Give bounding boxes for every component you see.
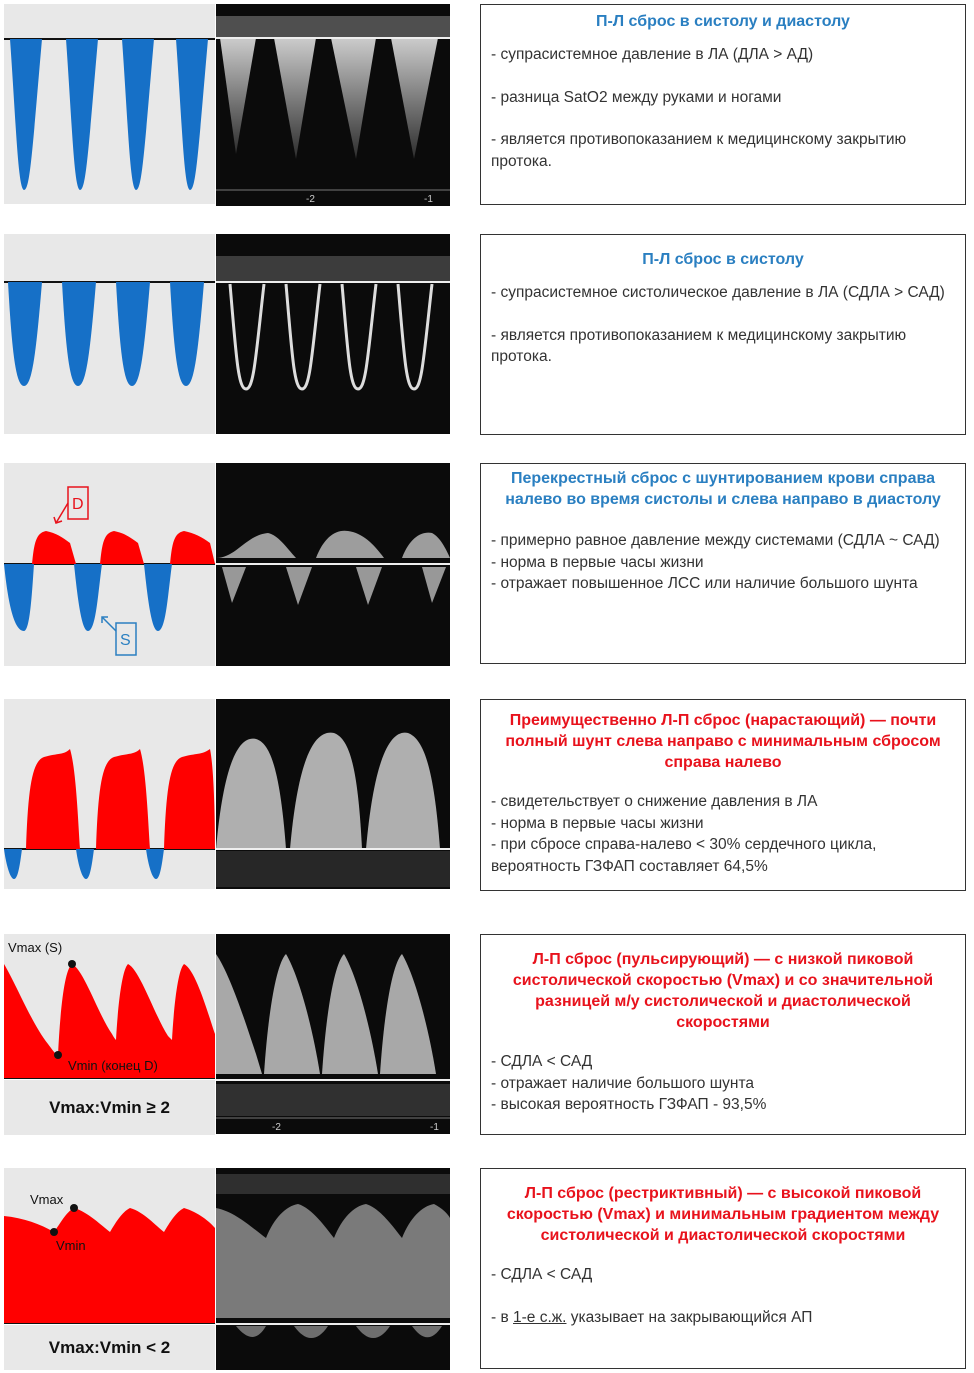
card-title: Преимущественно Л-П сброс (нарастающий) … xyxy=(505,712,941,771)
card-item-underlined: 1-е с.ж. xyxy=(513,1308,567,1326)
row-predominant-lp: Преимущественно Л-П сброс (нарастающий) … xyxy=(0,695,974,905)
blue-waveform xyxy=(66,39,98,190)
ratio-label: Vmax:Vmin ≥ 2 xyxy=(4,1080,215,1135)
blue-waveform xyxy=(4,849,22,879)
ratio-label: Vmax:Vmin < 2 xyxy=(4,1325,215,1370)
row-restrictive-lp: Vmax Vmin Vmax:Vmin < 2 Л-П сброс (рестр… xyxy=(0,1166,974,1373)
row-cross-shunt: D S Перекрестный сброс с шунтированием к… xyxy=(0,460,974,670)
label-vmax: Vmax (S) xyxy=(8,940,62,955)
doppler-echo-image xyxy=(216,1168,450,1370)
blue-waveform xyxy=(62,282,96,386)
card-item: - разница SatO2 между руками и ногами xyxy=(491,88,782,106)
red-waveform xyxy=(26,749,80,849)
vmax-point xyxy=(70,1204,78,1212)
card-title: П-Л сброс в систолу и диастолу xyxy=(596,13,850,30)
blue-waveform xyxy=(116,282,150,386)
card-title: Л-П сброс (пульсирующий) — с низкой пико… xyxy=(512,951,934,1031)
description-card: Преимущественно Л-П сброс (нарастающий) … xyxy=(480,699,966,891)
red-waveform xyxy=(96,749,150,849)
doppler-echo-image xyxy=(216,699,450,889)
label-vmin: Vmin (конец D) xyxy=(68,1058,158,1073)
card-title: Перекрестный сброс с шунтированием крови… xyxy=(505,470,941,508)
card-item: - супрасистемное систолическое давление … xyxy=(491,284,945,301)
vmin-point xyxy=(54,1051,62,1059)
description-card: П-Л сброс в систолу и диастолу - супраси… xyxy=(480,4,966,205)
description-card: П-Л сброс в систолу - супрасистемное сис… xyxy=(480,234,966,435)
card-item: - высокая вероятность ГЗФАП - 93,5% xyxy=(491,1096,767,1113)
label-d: D xyxy=(72,496,84,513)
blue-waveform xyxy=(146,849,164,879)
row-pl-shunt-systole: П-Л сброс в систолу - супрасистемное сис… xyxy=(0,232,974,437)
card-item: - СДЛА < САД xyxy=(491,1266,593,1283)
red-waveform xyxy=(164,749,215,849)
card-item: - в 1-е с.ж. указывает на закрывающийся … xyxy=(491,1307,955,1329)
card-item: - норма в первые часы жизни xyxy=(491,814,704,832)
card-title: П-Л сброс в систолу xyxy=(642,251,804,268)
schema-pulsatile-lp: Vmax (S) Vmin (конец D) xyxy=(4,934,215,1079)
vmax-point xyxy=(68,960,76,968)
schema-cross-shunt: D S xyxy=(4,463,215,666)
card-title: Л-П сброс (рестриктивный) — с высокой пи… xyxy=(506,1185,940,1244)
blue-waveform xyxy=(122,39,154,190)
red-waveform xyxy=(32,531,76,564)
red-waveform xyxy=(170,531,215,564)
label-s: S xyxy=(120,632,131,649)
card-item-prefix: - в xyxy=(491,1308,514,1326)
blue-waveform xyxy=(8,282,42,386)
echo-axis-tick: -2 xyxy=(306,194,315,205)
label-vmax: Vmax xyxy=(30,1192,64,1207)
red-waveform xyxy=(4,964,215,1078)
schema-restrictive-lp: Vmax Vmin xyxy=(4,1168,215,1324)
card-item: - примерно равное давление между система… xyxy=(491,532,940,549)
schema-pl-systole xyxy=(4,234,215,434)
card-item: - является противопоказанием к медицинск… xyxy=(491,326,907,366)
blue-waveform xyxy=(170,282,204,386)
doppler-echo-image xyxy=(216,234,450,434)
echo-axis-tick: -2 xyxy=(272,1122,281,1133)
blue-waveform xyxy=(10,39,42,190)
blue-waveform xyxy=(176,39,208,190)
card-item-suffix: указывает на закрывающийся АП xyxy=(566,1308,813,1326)
card-item: - отражает наличие большого шунта xyxy=(491,1074,754,1092)
blue-waveform xyxy=(76,849,94,879)
red-waveform xyxy=(100,531,144,564)
blue-waveform xyxy=(4,564,34,631)
description-card: Л-П сброс (пульсирующий) — с низкой пико… xyxy=(480,934,966,1135)
blue-waveform xyxy=(144,564,172,631)
label-vmin: Vmin xyxy=(56,1238,86,1253)
card-item: - при сбросе справа-налево < 30% сердечн… xyxy=(491,836,877,875)
row-pl-shunt-systole-diastole: -2 -1 П-Л сброс в систолу и диастолу - с… xyxy=(0,0,974,210)
doppler-echo-image xyxy=(216,463,450,666)
card-item: - супрасистемное давление в ЛА (ДЛА > АД… xyxy=(491,46,814,63)
schema-pl-systole-diastole xyxy=(4,4,215,204)
echo-axis-tick: -1 xyxy=(424,194,433,205)
description-card: Л-П сброс (рестриктивный) — с высокой пи… xyxy=(480,1168,966,1369)
blue-waveform xyxy=(74,564,102,631)
doppler-echo-image: -2 -1 xyxy=(216,934,450,1134)
card-item: - норма в первые часы жизни xyxy=(491,553,704,571)
card-item: - СДЛА < САД xyxy=(491,1053,593,1070)
echo-axis-tick: -1 xyxy=(430,1122,439,1133)
row-pulsatile-lp: Vmax (S) Vmin (конец D) Vmax:Vmin ≥ 2 -2… xyxy=(0,930,974,1140)
arrow-s xyxy=(101,616,117,632)
card-item: - является противопоказанием к медицинск… xyxy=(491,131,907,170)
red-waveform xyxy=(4,1208,215,1323)
card-item: - отражает повышенное ЛСС или наличие бо… xyxy=(491,575,918,592)
description-card: Перекрестный сброс с шунтированием крови… xyxy=(480,463,966,664)
schema-predominant-lp xyxy=(4,699,215,889)
card-item: - свидетельствует о снижение давления в … xyxy=(491,793,818,810)
vmin-point xyxy=(50,1228,58,1236)
doppler-echo-image: -2 -1 xyxy=(216,4,450,206)
arrow-d xyxy=(55,502,69,524)
